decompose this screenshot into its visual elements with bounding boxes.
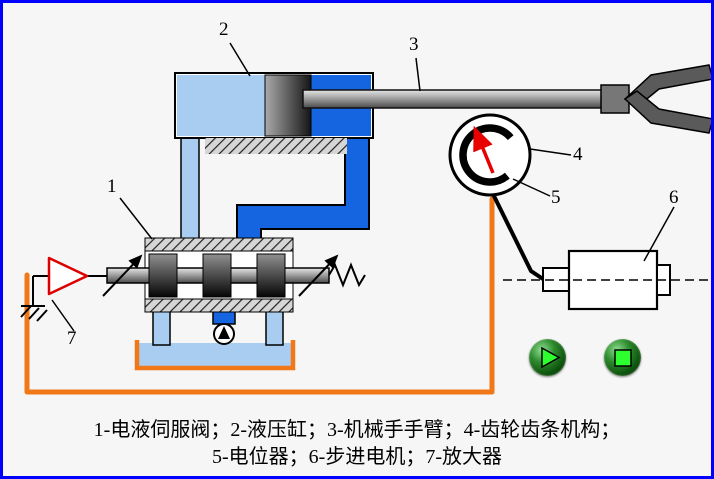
servo-system-diagram bbox=[20, 42, 711, 395]
left-supply-pipe bbox=[180, 136, 200, 241]
spool-land bbox=[256, 253, 286, 298]
gripper bbox=[600, 64, 711, 134]
stop-button[interactable] bbox=[604, 339, 641, 376]
hydraulic-cylinder bbox=[174, 72, 374, 154]
cylinder-left-chamber bbox=[177, 75, 265, 136]
spool-land bbox=[202, 253, 232, 298]
callout-lines bbox=[51, 42, 675, 332]
motor-body bbox=[567, 249, 659, 311]
legend-caption: 1-电液伺服阀；2-液压缸；3-机械手手臂；4-齿轮齿条机构； 5-电位器；6-… bbox=[3, 417, 711, 471]
amplifier bbox=[20, 256, 107, 322]
ground-icon bbox=[20, 305, 48, 322]
right-solenoid-arrow-icon bbox=[298, 254, 339, 297]
caption-line-2: 5-电位器；6-步进电机；7-放大器 bbox=[212, 446, 502, 468]
pump-arrow-icon bbox=[218, 326, 230, 339]
valve-body-top bbox=[144, 237, 294, 252]
spool-land bbox=[148, 253, 178, 298]
callout-1: 1 bbox=[107, 176, 117, 197]
play-icon bbox=[541, 346, 561, 369]
gear-rack-dial bbox=[448, 113, 532, 197]
callout-4: 4 bbox=[573, 144, 583, 165]
spring-icon bbox=[328, 262, 366, 288]
stepper-motor-assembly bbox=[491, 193, 711, 311]
callout-6: 6 bbox=[669, 187, 679, 208]
manipulator-arm bbox=[302, 89, 606, 109]
pump-symbol bbox=[213, 323, 235, 345]
callout-5: 5 bbox=[551, 187, 561, 208]
right-return-pipe bbox=[265, 310, 284, 346]
left-return-pipe bbox=[152, 310, 171, 346]
play-button[interactable] bbox=[529, 339, 566, 376]
stop-icon bbox=[614, 349, 632, 367]
piston-rod bbox=[302, 89, 606, 109]
callout-7: 7 bbox=[67, 328, 77, 349]
dial-needle bbox=[473, 125, 495, 174]
callout-3: 3 bbox=[409, 34, 419, 55]
callout-2: 2 bbox=[219, 19, 229, 40]
valve-body-bottom bbox=[144, 298, 294, 313]
caption-line-1: 1-电液伺服阀；2-液压缸；3-机械手手臂；4-齿轮齿条机构； bbox=[93, 419, 621, 441]
left-solenoid-arrow-icon bbox=[102, 254, 143, 297]
drive-link bbox=[491, 193, 545, 281]
amplifier-triangle-icon bbox=[47, 256, 89, 296]
feedback-wire bbox=[24, 196, 495, 395]
pressure-stub-pipe bbox=[212, 310, 236, 325]
dial-arc bbox=[459, 124, 521, 186]
cylinder-mount-hatch bbox=[205, 138, 347, 154]
servo-valve bbox=[102, 237, 366, 313]
gripper-lower-jaw bbox=[623, 90, 711, 134]
oil-tank bbox=[134, 340, 296, 371]
